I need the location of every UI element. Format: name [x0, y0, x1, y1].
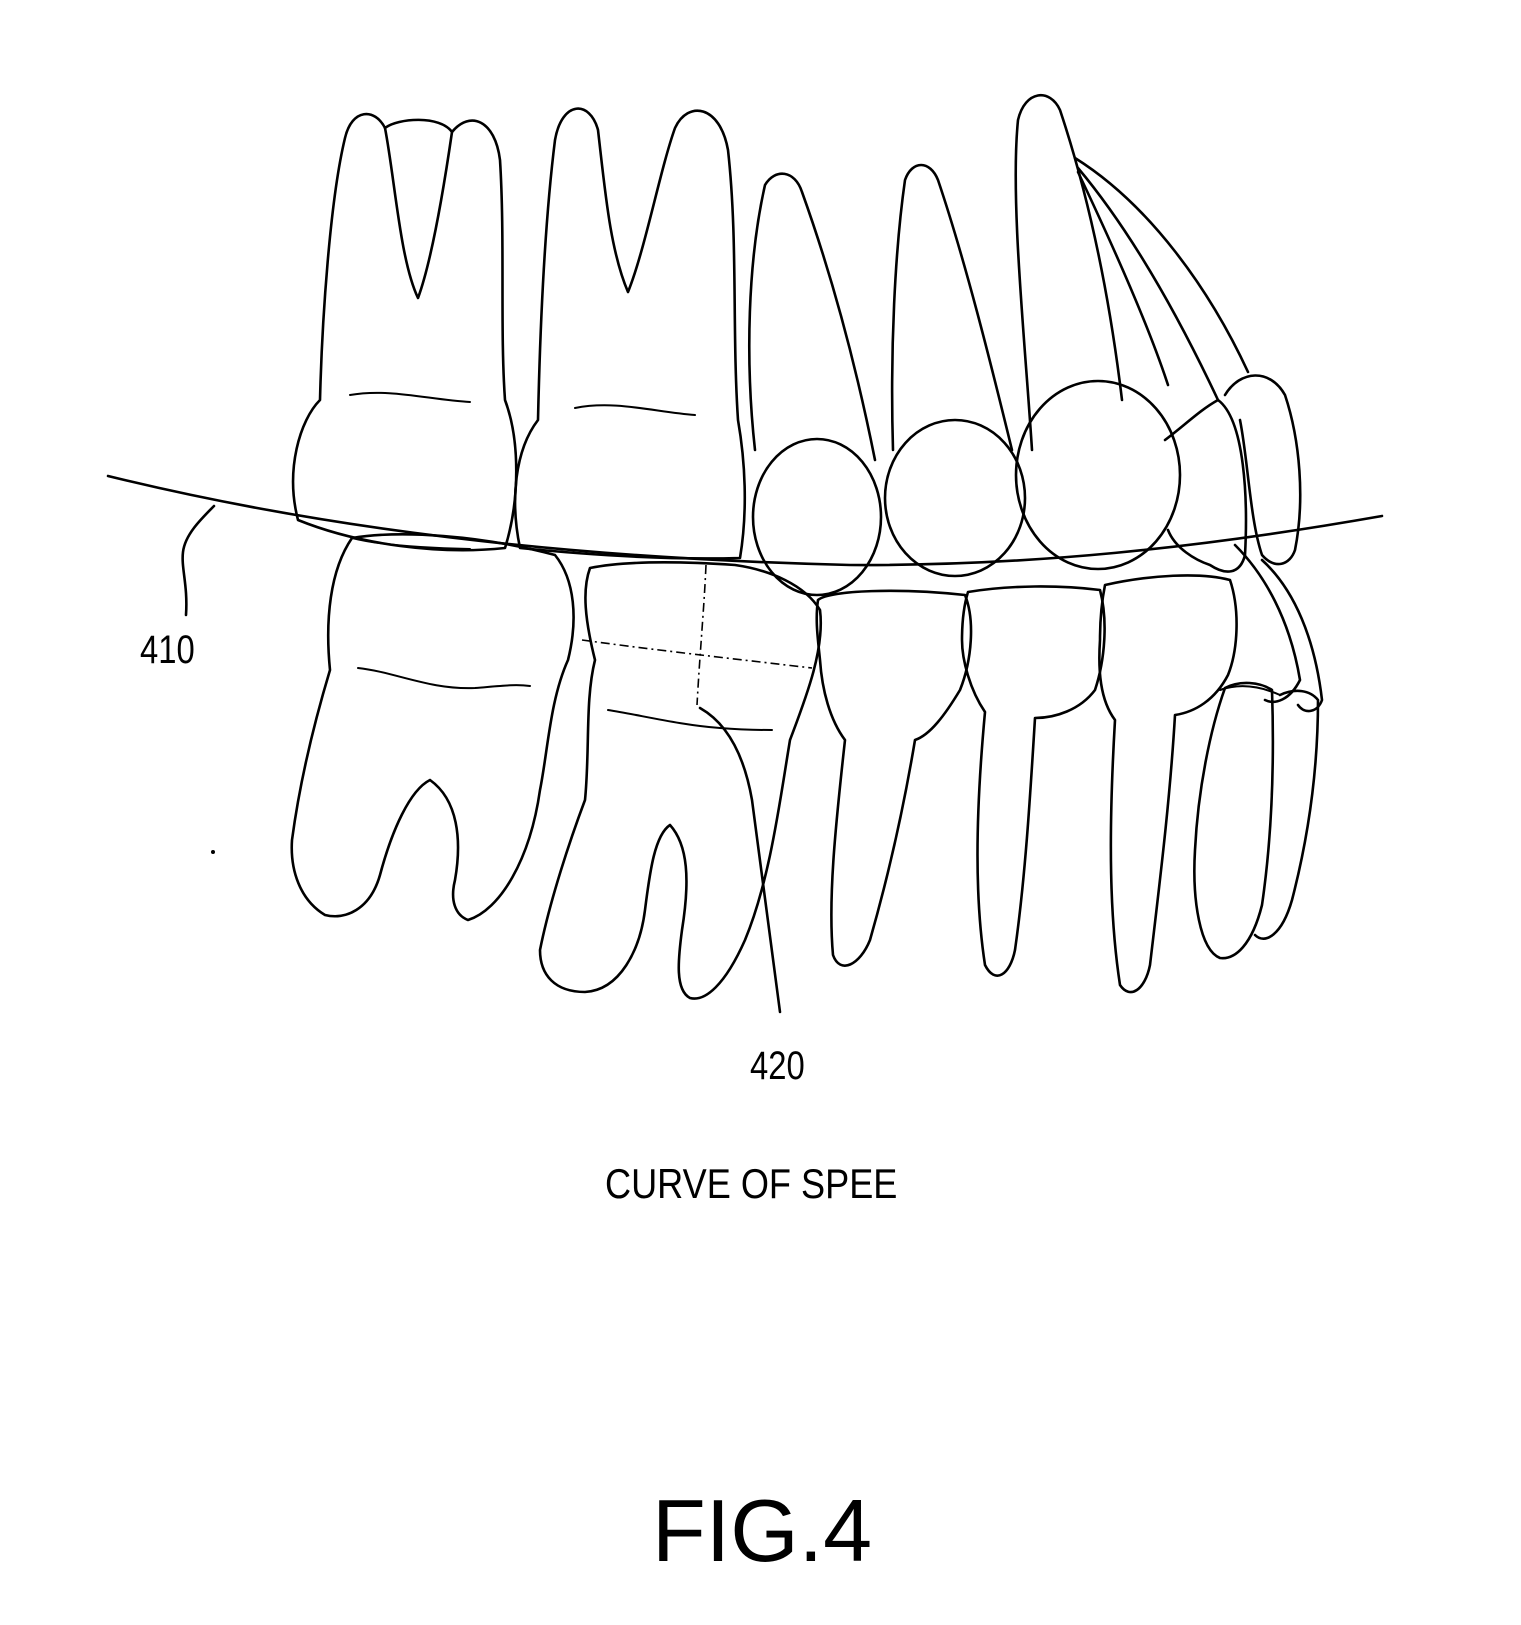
reference-numeral-410: 410	[140, 628, 195, 673]
lower-central-incisor	[1255, 691, 1318, 939]
tooth-axis-420	[697, 565, 706, 705]
figure-caption: CURVE OF SPEE	[605, 1160, 897, 1208]
lower-second-premolar	[817, 591, 971, 966]
upper-canine-crown	[1016, 381, 1180, 569]
lower-first-molar-cej	[608, 710, 772, 730]
upper-canine	[1016, 95, 1122, 450]
lower-second-molar-cej	[358, 668, 530, 688]
upper-first-molar	[515, 109, 745, 559]
lower-canine	[1099, 575, 1236, 992]
leader-410	[183, 506, 214, 615]
upper-second-molar-cej	[350, 393, 470, 402]
upper-second-molar	[293, 114, 516, 550]
upper-second-molar-root-gap	[385, 128, 452, 298]
upper-second-premolar-crown	[753, 439, 881, 595]
upper-first-premolar-crown	[885, 420, 1025, 576]
lower-second-molar	[292, 534, 574, 920]
reference-numeral-420: 420	[750, 1044, 805, 1089]
upper-second-premolar	[749, 174, 875, 460]
upper-incisor-root-inner	[1078, 168, 1218, 400]
figure-title: FIG.4	[652, 1480, 872, 1582]
lower-first-molar	[540, 562, 821, 998]
lower-lateral-incisor	[1194, 683, 1272, 958]
upper-first-premolar	[892, 165, 1012, 450]
lower-first-premolar	[962, 586, 1105, 975]
upper-first-molar-cej	[575, 405, 695, 415]
lower-incisor-crown-lateral	[1235, 545, 1300, 702]
stray-dot	[211, 850, 215, 854]
lower-first-molar-occlusal-plane	[582, 640, 812, 668]
